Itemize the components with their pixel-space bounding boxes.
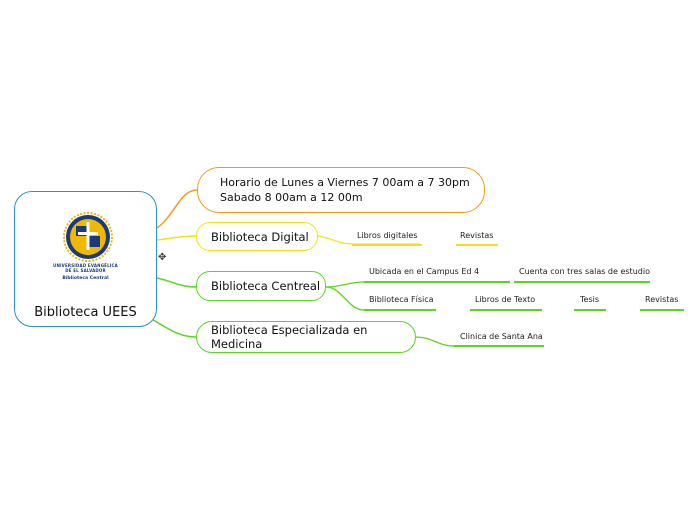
connector-central-bottom [325,286,365,311]
underline-revistas-digital [456,244,498,246]
medicina-label: Biblioteca Especializada en Medicina [211,323,368,351]
leaf-ubicada[interactable]: Ubicada en el Campus Ed 4 [369,267,480,276]
university-seal-icon [63,212,113,262]
logo-text-line1: UNIVERSIDAD EVANGÉLICA [53,263,118,268]
underline-tesis [574,309,606,311]
node-biblioteca-medicina[interactable]: Biblioteca Especializada en Medicina [196,321,416,353]
leaf-revistas-digital[interactable]: Revistas [460,231,494,240]
connector-medicina [149,317,197,338]
central-label: Biblioteca Centreal [211,279,321,293]
underline-libros-texto [470,309,542,311]
leaf-biblioteca-fisica[interactable]: Biblioteca Física [369,295,434,304]
underline-revistas-central [640,309,684,311]
root-title: Biblioteca UEES [34,305,137,320]
digital-label: Biblioteca Digital [211,229,309,244]
underline-ubicada [364,281,510,283]
root-node[interactable]: UNIVERSIDAD EVANGÉLICA DE EL SALVADOR Bi… [14,191,157,327]
underline-libros-digitales [352,244,422,246]
underline-salas-estudio [514,281,650,283]
leaf-libros-digitales[interactable]: Libros digitales [357,231,418,240]
node-biblioteca-digital[interactable]: Biblioteca Digital [196,222,318,251]
logo-text-line2: DE EL SALVADOR [65,268,106,273]
logo-subtitle: Biblioteca Central [62,276,109,281]
connector-central [156,277,197,288]
leaf-revistas-central[interactable]: Revistas [645,295,679,304]
connector-digital-children [317,235,420,245]
connector-digital [156,235,197,241]
underline-clinica-santa-ana [454,345,544,347]
move-cursor-icon: ✥ [158,252,167,263]
horario-line2: Sabado 8 00am a 12 00m [220,191,363,204]
horario-line1: Horario de Lunes a Viernes 7 00am a 7 30… [220,176,470,189]
connector-central-top [325,281,365,288]
connector-medicina-child [415,336,455,347]
node-horario[interactable]: Horario de Lunes a Viernes 7 00am a 7 30… [197,167,485,213]
leaf-salas-estudio[interactable]: Cuenta con tres salas de estudio [519,267,650,276]
node-biblioteca-central[interactable]: Biblioteca Centreal [196,271,326,301]
connector-horario [156,189,198,229]
leaf-tesis[interactable]: Tesis [580,295,600,304]
leaf-clinica-santa-ana[interactable]: Clinica de Santa Ana [460,332,543,341]
underline-biblioteca-fisica [364,309,436,311]
leaf-libros-texto[interactable]: Libros de Texto [475,295,536,304]
